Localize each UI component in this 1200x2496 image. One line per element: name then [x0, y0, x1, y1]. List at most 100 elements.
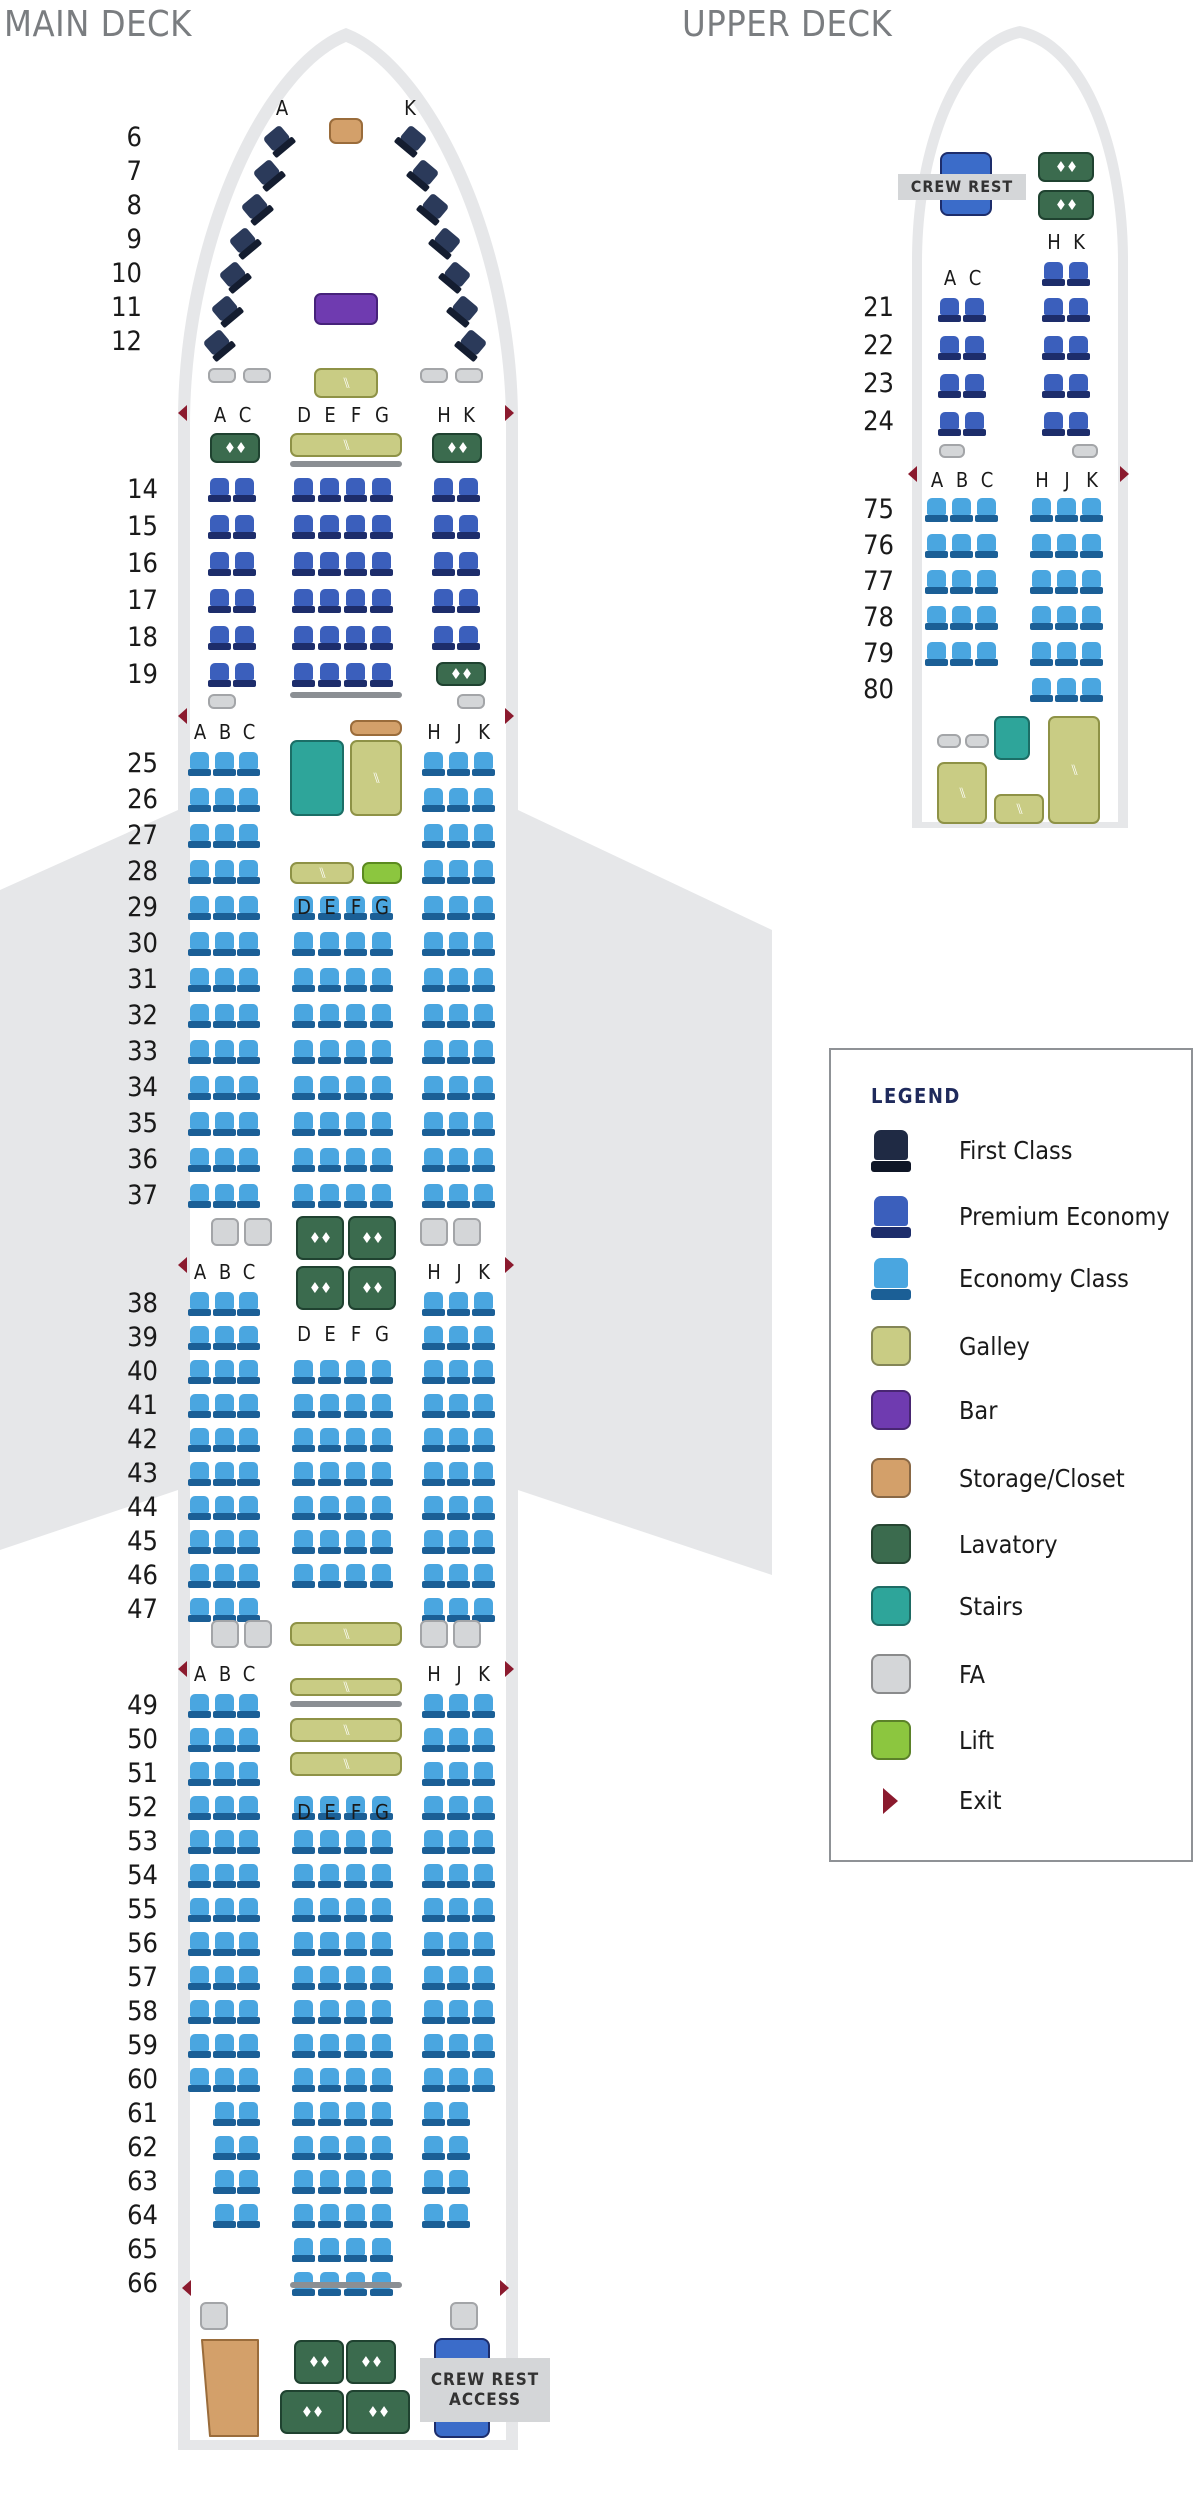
premium-economy-seat[interactable]: [963, 412, 986, 436]
economy-seat[interactable]: [188, 968, 211, 992]
economy-seat[interactable]: [975, 534, 998, 558]
economy-seat[interactable]: [1055, 642, 1078, 666]
first-class-seat[interactable]: [446, 293, 481, 328]
economy-seat[interactable]: [370, 1462, 393, 1486]
economy-seat[interactable]: [318, 2102, 341, 2126]
economy-seat[interactable]: [237, 1148, 260, 1172]
premium-economy-seat[interactable]: [1067, 374, 1090, 398]
economy-seat[interactable]: [447, 1040, 470, 1064]
economy-seat[interactable]: [370, 1864, 393, 1888]
premium-economy-seat[interactable]: [292, 478, 315, 502]
premium-economy-seat[interactable]: [457, 552, 480, 576]
economy-seat[interactable]: [370, 1530, 393, 1554]
economy-seat[interactable]: [237, 1966, 260, 1990]
economy-seat[interactable]: [188, 860, 211, 884]
premium-economy-seat[interactable]: [233, 515, 256, 539]
premium-economy-seat[interactable]: [1042, 412, 1065, 436]
economy-seat[interactable]: [447, 1830, 470, 1854]
economy-seat[interactable]: [318, 1564, 341, 1588]
economy-seat[interactable]: [422, 1796, 445, 1820]
premium-economy-seat[interactable]: [457, 589, 480, 613]
economy-seat[interactable]: [237, 1598, 260, 1622]
economy-seat[interactable]: [447, 1004, 470, 1028]
economy-seat[interactable]: [237, 1462, 260, 1486]
economy-seat[interactable]: [318, 2068, 341, 2092]
premium-economy-seat[interactable]: [1042, 262, 1065, 286]
economy-seat[interactable]: [975, 606, 998, 630]
economy-seat[interactable]: [237, 1864, 260, 1888]
economy-seat[interactable]: [447, 1966, 470, 1990]
economy-seat[interactable]: [318, 896, 341, 920]
economy-seat[interactable]: [422, 1394, 445, 1418]
economy-seat[interactable]: [472, 1830, 495, 1854]
first-class-seat[interactable]: [201, 327, 236, 362]
economy-seat[interactable]: [213, 860, 236, 884]
first-class-seat[interactable]: [416, 191, 451, 226]
economy-seat[interactable]: [344, 1148, 367, 1172]
economy-seat[interactable]: [213, 1694, 236, 1718]
economy-seat[interactable]: [370, 1830, 393, 1854]
economy-seat[interactable]: [292, 1864, 315, 1888]
economy-seat[interactable]: [370, 2170, 393, 2194]
economy-seat[interactable]: [292, 968, 315, 992]
economy-seat[interactable]: [237, 2000, 260, 2024]
economy-seat[interactable]: [370, 1796, 393, 1820]
economy-seat[interactable]: [472, 1694, 495, 1718]
economy-seat[interactable]: [370, 1564, 393, 1588]
economy-seat[interactable]: [344, 1040, 367, 1064]
economy-seat[interactable]: [292, 2068, 315, 2092]
economy-seat[interactable]: [213, 1360, 236, 1384]
economy-seat[interactable]: [1055, 606, 1078, 630]
economy-seat[interactable]: [344, 1428, 367, 1452]
economy-seat[interactable]: [950, 570, 973, 594]
economy-seat[interactable]: [447, 1564, 470, 1588]
economy-seat[interactable]: [344, 2000, 367, 2024]
economy-seat[interactable]: [447, 1112, 470, 1136]
economy-seat[interactable]: [318, 1148, 341, 1172]
economy-seat[interactable]: [292, 1112, 315, 1136]
economy-seat[interactable]: [344, 1184, 367, 1208]
economy-seat[interactable]: [237, 2204, 260, 2228]
economy-seat[interactable]: [472, 1966, 495, 1990]
economy-seat[interactable]: [213, 1830, 236, 1854]
economy-seat[interactable]: [188, 1360, 211, 1384]
economy-seat[interactable]: [422, 1530, 445, 1554]
premium-economy-seat[interactable]: [1067, 336, 1090, 360]
premium-economy-seat[interactable]: [233, 589, 256, 613]
economy-seat[interactable]: [344, 1932, 367, 1956]
economy-seat[interactable]: [472, 1796, 495, 1820]
economy-seat[interactable]: [925, 606, 948, 630]
premium-economy-seat[interactable]: [432, 552, 455, 576]
premium-economy-seat[interactable]: [344, 663, 367, 687]
economy-seat[interactable]: [344, 1830, 367, 1854]
economy-seat[interactable]: [213, 2204, 236, 2228]
economy-seat[interactable]: [447, 1796, 470, 1820]
economy-seat[interactable]: [318, 1830, 341, 1854]
economy-seat[interactable]: [237, 896, 260, 920]
economy-seat[interactable]: [1030, 534, 1053, 558]
economy-seat[interactable]: [447, 1076, 470, 1100]
premium-economy-seat[interactable]: [370, 663, 393, 687]
economy-seat[interactable]: [472, 896, 495, 920]
economy-seat[interactable]: [344, 2204, 367, 2228]
economy-seat[interactable]: [318, 968, 341, 992]
economy-seat[interactable]: [188, 1462, 211, 1486]
economy-seat[interactable]: [292, 1966, 315, 1990]
economy-seat[interactable]: [237, 860, 260, 884]
premium-economy-seat[interactable]: [432, 626, 455, 650]
economy-seat[interactable]: [292, 1530, 315, 1554]
economy-seat[interactable]: [422, 1898, 445, 1922]
economy-seat[interactable]: [472, 1898, 495, 1922]
economy-seat[interactable]: [188, 2000, 211, 2024]
economy-seat[interactable]: [370, 1184, 393, 1208]
economy-seat[interactable]: [422, 932, 445, 956]
economy-seat[interactable]: [188, 1184, 211, 1208]
economy-seat[interactable]: [422, 752, 445, 776]
economy-seat[interactable]: [318, 932, 341, 956]
economy-seat[interactable]: [292, 2170, 315, 2194]
economy-seat[interactable]: [188, 1292, 211, 1316]
economy-seat[interactable]: [292, 1932, 315, 1956]
economy-seat[interactable]: [292, 2204, 315, 2228]
premium-economy-seat[interactable]: [938, 336, 961, 360]
premium-economy-seat[interactable]: [938, 374, 961, 398]
